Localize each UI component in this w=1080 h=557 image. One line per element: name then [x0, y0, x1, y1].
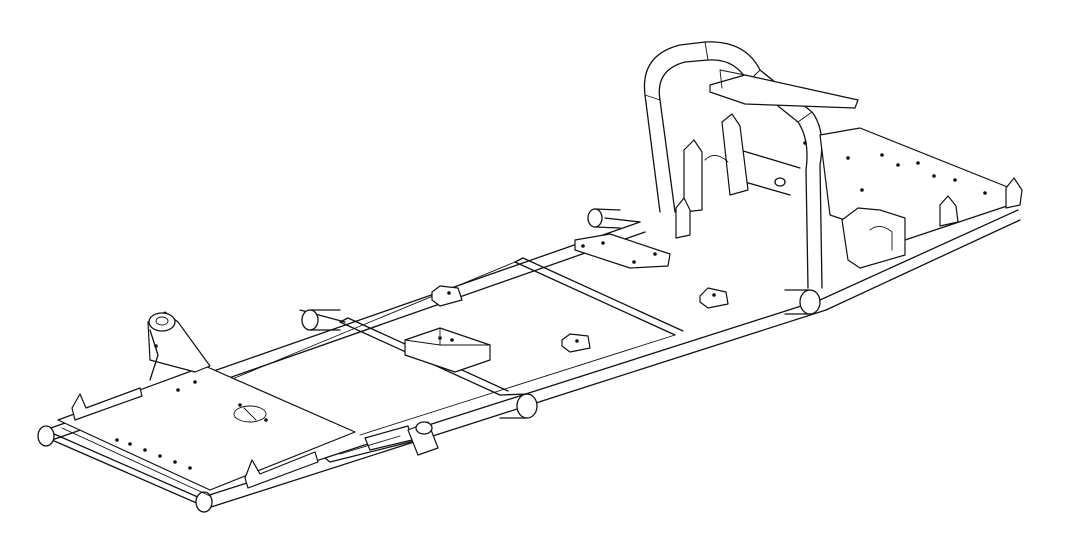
rear-section: [675, 113, 1023, 269]
bearing-hanger-2: [721, 113, 749, 196]
tube-end-rear-left: [587, 208, 603, 228]
front-deck-plate: [57, 365, 356, 497]
center-brackets: [404, 233, 729, 373]
deck-bracket-right: [244, 451, 319, 489]
seat-back-plate: [709, 74, 859, 109]
bracket-tab-1: [431, 285, 463, 307]
tube-end-mid-right: [516, 393, 538, 419]
bracket-tab-3: [699, 287, 729, 309]
bearing-hanger-4: [939, 195, 959, 227]
bearing-hanger-6: [675, 197, 691, 239]
bearing-hanger-3: [841, 207, 906, 269]
tube-ends: [37, 208, 821, 513]
tube-end-front-left: [37, 425, 55, 447]
tube-end-front-right: [195, 491, 213, 513]
tube-end-mid-left: [301, 309, 319, 331]
bearing-hanger-5: [1005, 177, 1023, 209]
center-plate-box: [404, 327, 491, 373]
roll-bar: [643, 41, 859, 289]
bracket-tab-2: [561, 333, 591, 353]
center-plate-upper: [574, 233, 671, 269]
pedal-lever: [324, 421, 439, 463]
deck-bracket-left: [71, 387, 143, 421]
tube-end-rear-right: [799, 289, 821, 315]
bearing-hanger-1: [683, 139, 703, 213]
steering-post: [147, 311, 211, 381]
